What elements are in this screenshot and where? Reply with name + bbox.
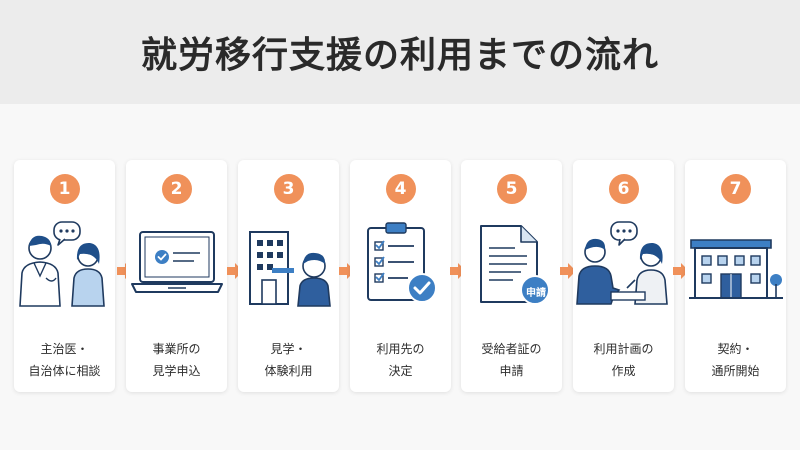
step-number: 1 xyxy=(49,174,80,204)
application-badge: 申請 xyxy=(526,288,546,299)
step-label: 見学・体験利用 xyxy=(264,342,313,378)
document-icon xyxy=(480,225,550,305)
step-card-5: 5 申請 受給者証の申請 xyxy=(461,160,562,392)
step-label: 利用計画の作成 xyxy=(593,342,654,378)
building-visit-icon xyxy=(249,231,331,307)
step-label: 主治医・自治体に相談 xyxy=(28,342,101,378)
step-label: 利用先の決定 xyxy=(376,342,425,378)
step-card-6: 6 利用計画の作成 xyxy=(573,160,674,392)
header: 就労移行支援の利用までの流れ xyxy=(0,0,800,104)
meeting-icon xyxy=(576,221,668,305)
step-label: 事業所の見学申込 xyxy=(152,342,201,378)
step-label: 受給者証の申請 xyxy=(481,342,542,378)
laptop-icon xyxy=(131,231,223,293)
step-card-4: 4 利用先の決定 xyxy=(350,160,451,392)
step-number: 2 xyxy=(161,174,192,204)
step-number: 3 xyxy=(273,174,304,204)
step-card-1: 1 主治医・自治体に相談 xyxy=(14,160,115,392)
step-card-3: 3 見学・体験利用 xyxy=(238,160,339,392)
step-card-7: 7 契約・通所開始 xyxy=(685,160,786,392)
consultation-icon xyxy=(19,221,105,307)
step-number: 5 xyxy=(496,174,527,204)
page-title: 就労移行支援の利用までの流れ xyxy=(140,35,659,76)
office-building-icon xyxy=(689,239,783,299)
step-number: 4 xyxy=(385,174,416,204)
checklist-icon xyxy=(367,222,437,303)
step-number: 7 xyxy=(720,174,751,204)
arrow-right-icon xyxy=(560,263,576,279)
step-label: 契約・通所開始 xyxy=(711,342,760,378)
step-number: 6 xyxy=(608,174,639,204)
step-card-2: 2 事業所の見学申込 xyxy=(126,160,227,392)
